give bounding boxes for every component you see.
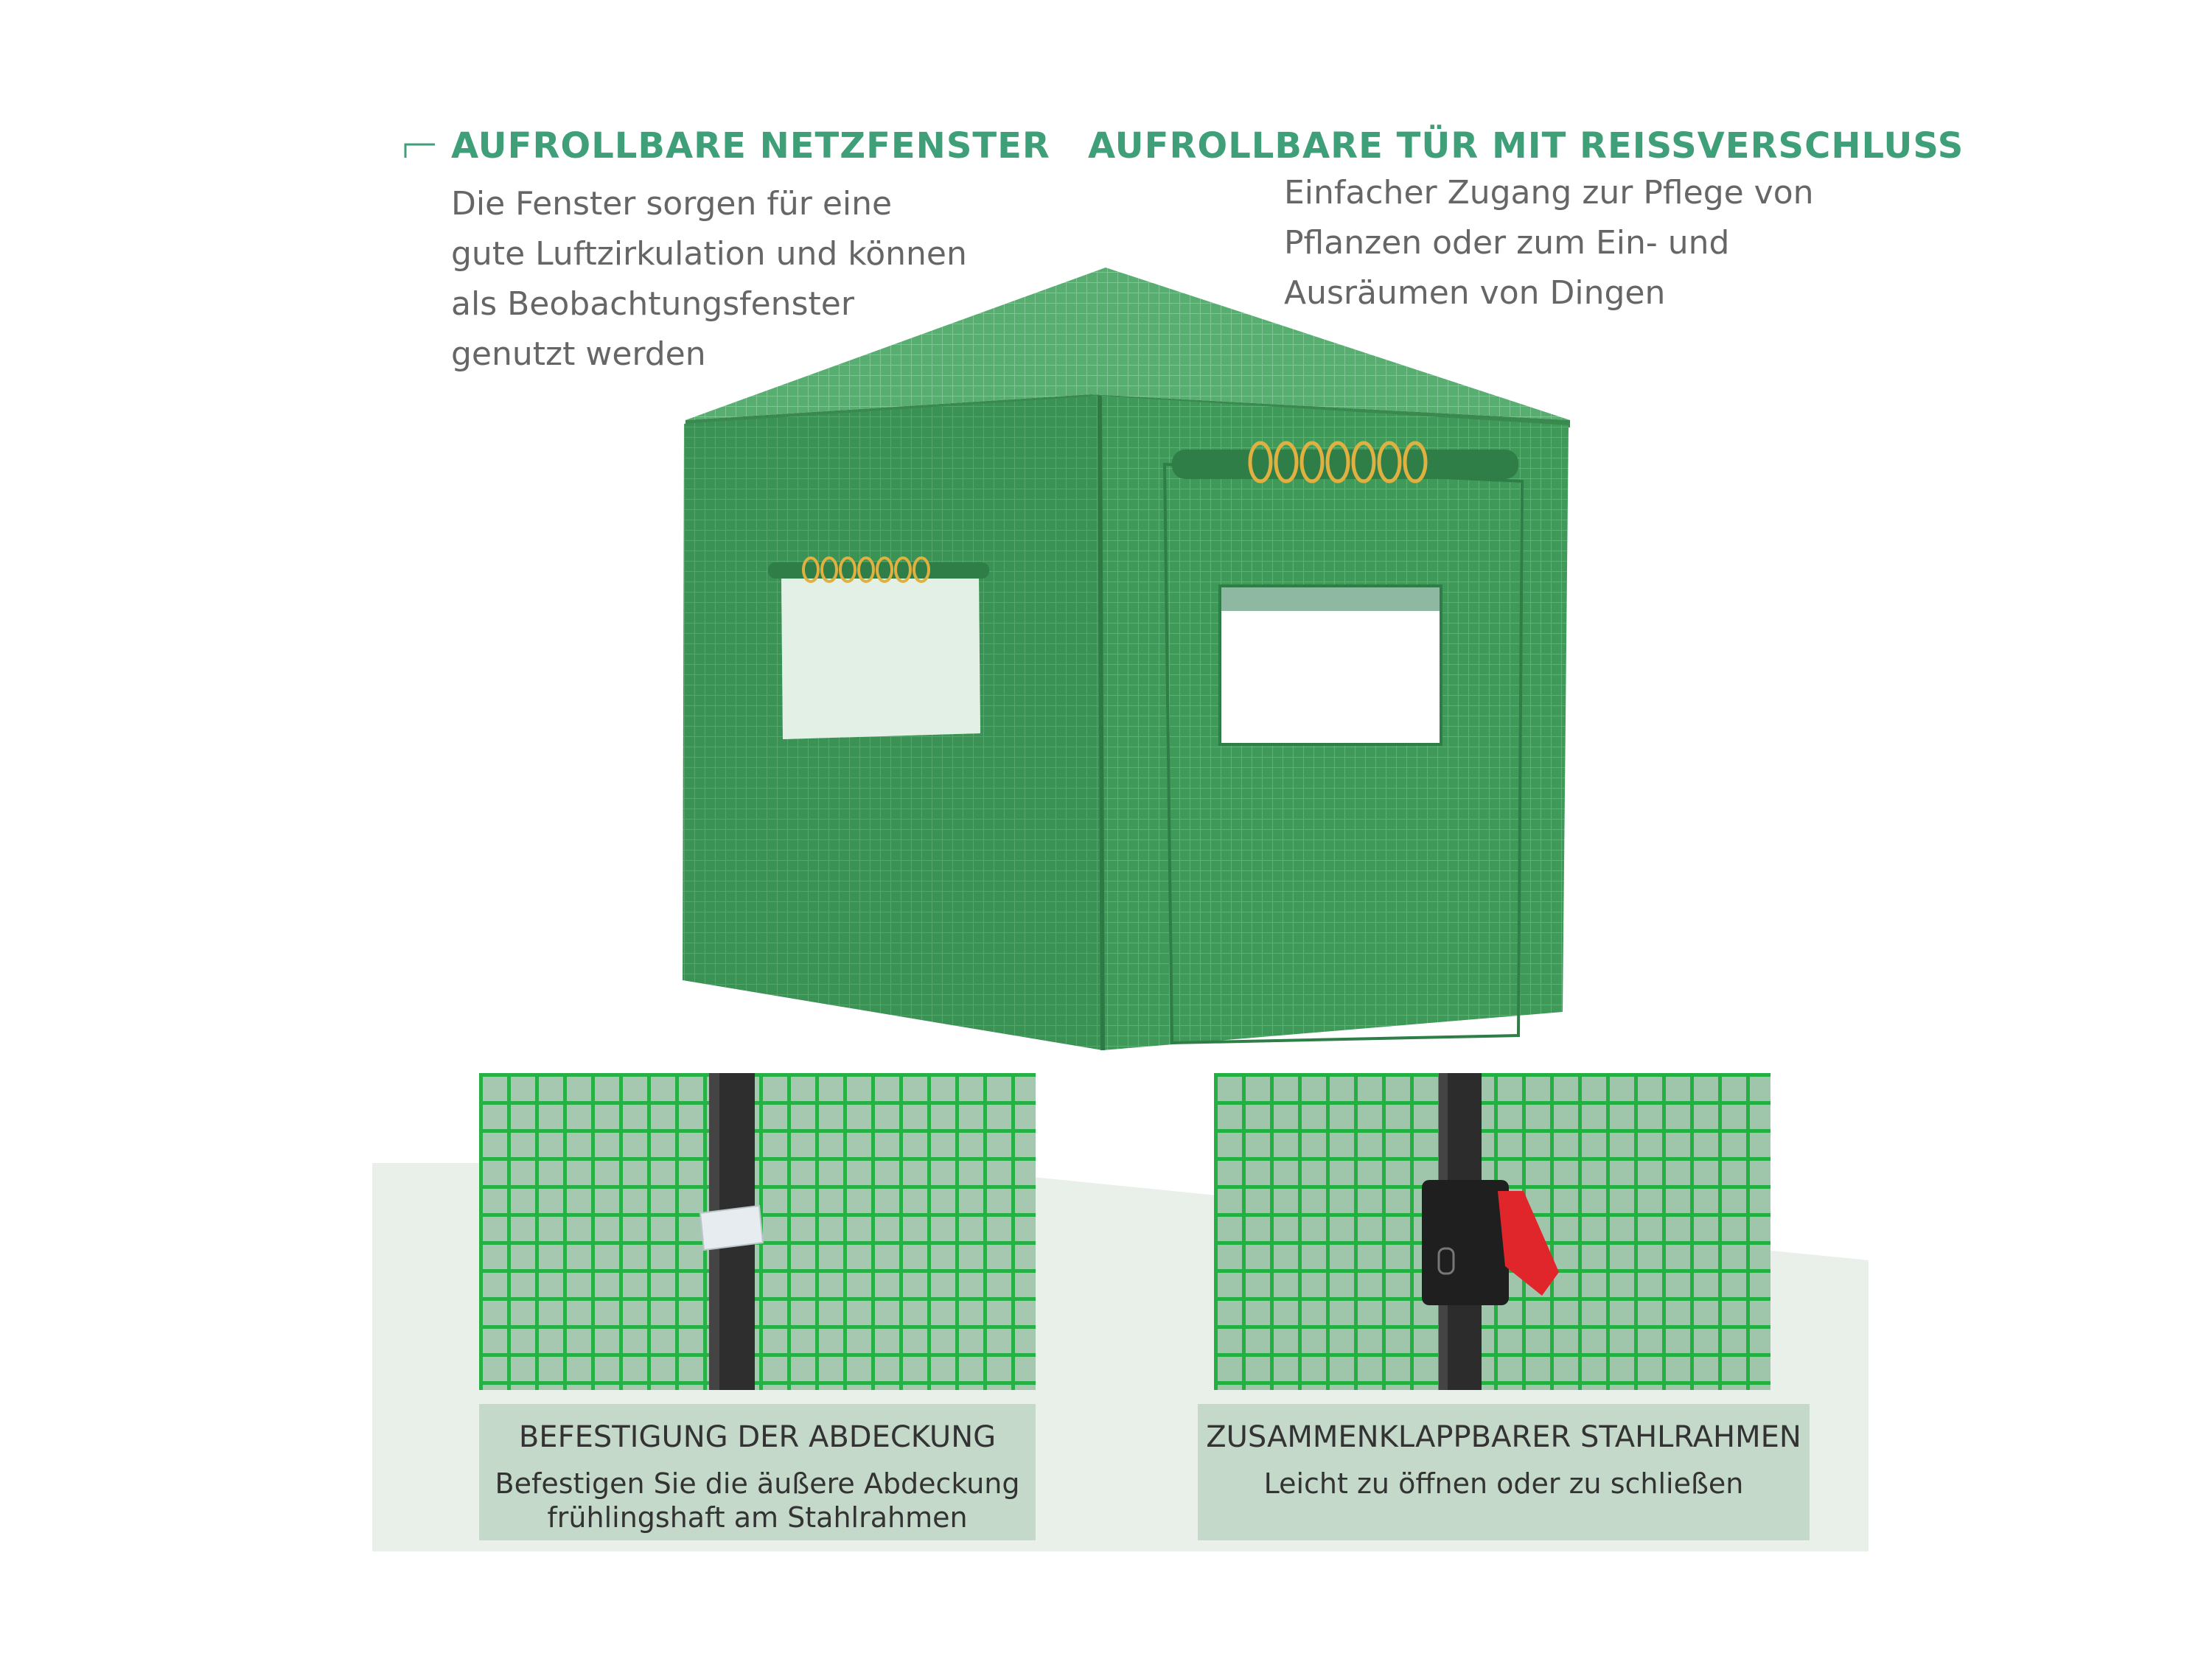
- door-desc-line: Ausräumen von Dingen: [1284, 274, 1666, 312]
- cover-fastening-title: BEFESTIGUNG DER ABDECKUNG: [518, 1420, 997, 1454]
- cover-fastening-photo: [479, 1073, 1036, 1390]
- windows-feature-title: AUFROLLBARE NETZFENSTER: [451, 125, 1050, 167]
- heading-bracket-icon: [404, 143, 435, 158]
- cover-fastening-text: frühlingshaft am Stahlrahmen: [547, 1501, 968, 1534]
- windows-feature-description: Die Fenster sorgen für eine gute Luftzir…: [451, 179, 967, 380]
- cover-fastening-caption: BEFESTIGUNG DER ABDECKUNG Befestigen Sie…: [479, 1404, 1036, 1540]
- cover-fastening-text: Befestigen Sie die äußere Abdeckung: [495, 1467, 1020, 1500]
- door-feature-title: AUFROLLBARE TÜR MIT REISSVERSCHLUSS: [1088, 125, 1964, 167]
- folding-frame-title: ZUSAMMENKLAPPBARER STAHLRAHMEN: [1206, 1420, 1801, 1454]
- folding-frame-text: Leicht zu öffnen oder zu schließen: [1263, 1467, 1744, 1500]
- windows-desc-line: als Beobachtungsfenster: [451, 285, 854, 323]
- windows-desc-line: Die Fenster sorgen für eine: [451, 185, 893, 223]
- door-desc-line: Pflanzen oder zum Ein- und: [1284, 224, 1730, 262]
- windows-desc-line: genutzt werden: [451, 335, 706, 373]
- folding-frame-caption: ZUSAMMENKLAPPBARER STAHLRAHMEN Leicht zu…: [1198, 1404, 1810, 1540]
- door-feature-description: Einfacher Zugang zur Pflege von Pflanzen…: [1284, 168, 1814, 318]
- greenhouse-tent-image: [683, 268, 1570, 1051]
- folding-frame-photo: [1214, 1073, 1770, 1390]
- door-desc-line: Einfacher Zugang zur Pflege von: [1284, 174, 1814, 212]
- windows-desc-line: gute Luftzirkulation und können: [451, 235, 967, 273]
